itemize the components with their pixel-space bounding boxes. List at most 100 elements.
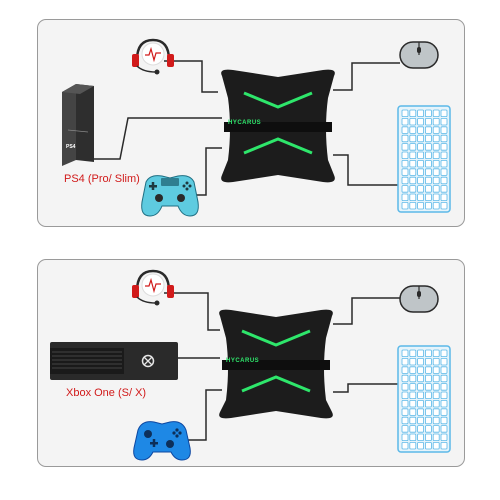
mouse-icon bbox=[399, 285, 439, 313]
keyboard-key bbox=[432, 433, 440, 441]
keyboard-key bbox=[401, 416, 409, 425]
keyboard-key bbox=[401, 201, 409, 210]
headset-icon bbox=[132, 269, 174, 306]
keyboard-key bbox=[424, 399, 432, 408]
keyboard-key bbox=[417, 201, 425, 210]
keyboard-key bbox=[432, 193, 440, 201]
keyboard-key bbox=[401, 151, 409, 159]
keyboard-key bbox=[424, 374, 432, 383]
keyboard-key bbox=[409, 193, 417, 201]
keyboard-key bbox=[401, 159, 409, 168]
keyboard-key bbox=[440, 374, 448, 383]
keyboard-key bbox=[417, 433, 425, 441]
keyboard-key bbox=[432, 143, 440, 151]
keyboard-key bbox=[424, 383, 432, 391]
keyboard-key bbox=[424, 358, 432, 366]
xbox-setup-diagram bbox=[50, 269, 451, 461]
keyboard-key bbox=[401, 391, 409, 399]
keyboard-key bbox=[424, 416, 432, 425]
keyboard-key bbox=[432, 441, 440, 450]
keyboard-key bbox=[409, 349, 417, 357]
keyboard-key bbox=[424, 159, 432, 168]
keyboard-key bbox=[401, 118, 409, 126]
keyboard-key bbox=[424, 201, 432, 210]
hub-glow-bottom bbox=[241, 375, 311, 393]
keyboard-key bbox=[440, 416, 448, 425]
keyboard-key bbox=[440, 366, 448, 374]
keyboard-key bbox=[440, 193, 448, 201]
keyboard-key bbox=[401, 374, 409, 383]
keyboard-key bbox=[440, 425, 448, 433]
keyboard-key bbox=[409, 118, 417, 126]
keyboard-key bbox=[440, 399, 448, 408]
keyboard-key bbox=[401, 366, 409, 374]
keyboard-key bbox=[432, 366, 440, 374]
keyboard-key bbox=[440, 126, 448, 134]
keyboard-key bbox=[440, 433, 448, 441]
keyboard-key bbox=[401, 433, 409, 441]
keyboard-key bbox=[432, 168, 440, 176]
keyboard-key bbox=[424, 185, 432, 193]
keyboard-key bbox=[409, 383, 417, 391]
keyboard-key bbox=[440, 109, 448, 117]
keyboard-key bbox=[440, 118, 448, 126]
keyboard-key bbox=[401, 134, 409, 143]
keyboard-key bbox=[409, 109, 417, 117]
keyboard-key bbox=[424, 408, 432, 416]
keyboard-key bbox=[424, 441, 432, 450]
keyboard-key bbox=[424, 433, 432, 441]
keyboard-key bbox=[409, 399, 417, 408]
keyboard-key bbox=[432, 159, 440, 168]
keyboard-key bbox=[440, 391, 448, 399]
keyboard-key bbox=[409, 151, 417, 159]
ps4-console-badge: PS4 bbox=[66, 144, 76, 150]
keyboard-key bbox=[417, 176, 425, 185]
xbox-setup-panel: HYCARUS Xbox One (S/ X) bbox=[37, 259, 465, 467]
keyboard-key bbox=[424, 425, 432, 433]
keyboard-key bbox=[424, 126, 432, 134]
keyboard-key bbox=[417, 193, 425, 201]
keyboard-key bbox=[409, 433, 417, 441]
mouse-icon bbox=[399, 41, 439, 69]
keyboard-key bbox=[440, 185, 448, 193]
cables bbox=[164, 292, 400, 441]
keyboard-key bbox=[417, 126, 425, 134]
keyboard-key bbox=[401, 168, 409, 176]
keyboard-key bbox=[417, 366, 425, 374]
keyboard-key bbox=[432, 126, 440, 134]
keyboard-key bbox=[432, 349, 440, 357]
keyboard-key bbox=[417, 383, 425, 391]
keyboard-key bbox=[424, 391, 432, 399]
keyboard-cable bbox=[333, 154, 398, 186]
keyboard-key bbox=[424, 168, 432, 176]
keyboard-key bbox=[432, 176, 440, 185]
keyboard-key bbox=[417, 118, 425, 126]
keyboard-key bbox=[409, 185, 417, 193]
keyboard-key bbox=[409, 159, 417, 168]
keyboard-key bbox=[417, 391, 425, 399]
keyboard-icon bbox=[397, 345, 451, 453]
headset-icon bbox=[132, 38, 174, 75]
xbox-one-console-icon bbox=[50, 342, 178, 380]
keyboard-key bbox=[401, 193, 409, 201]
keyboard-key bbox=[432, 118, 440, 126]
hub-glow-top bbox=[243, 91, 313, 109]
keyboard-key bbox=[440, 151, 448, 159]
keyboard-key bbox=[417, 185, 425, 193]
keyboard-key bbox=[440, 408, 448, 416]
keyboard-key bbox=[424, 176, 432, 185]
keyboard-key bbox=[440, 201, 448, 210]
keyboard-key bbox=[424, 151, 432, 159]
keyboard-key bbox=[432, 185, 440, 193]
keyboard-key bbox=[424, 349, 432, 357]
keyboard-key bbox=[440, 441, 448, 450]
keyboard-key bbox=[440, 176, 448, 185]
keyboard-key bbox=[432, 416, 440, 425]
keyboard-key bbox=[401, 349, 409, 357]
keyboard-key bbox=[424, 109, 432, 117]
keyboard-key bbox=[432, 408, 440, 416]
keyboard-key bbox=[417, 168, 425, 176]
keyboard-key bbox=[424, 118, 432, 126]
keyboard-key bbox=[417, 441, 425, 450]
keyboard-icon bbox=[397, 105, 451, 213]
